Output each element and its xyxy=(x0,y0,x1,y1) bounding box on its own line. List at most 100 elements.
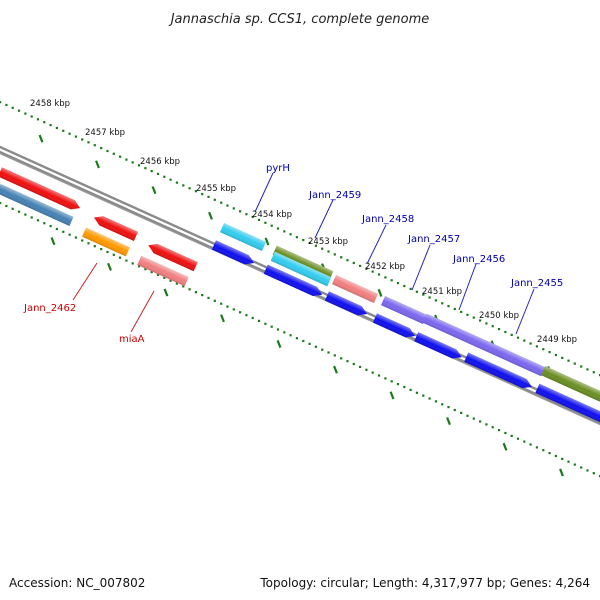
ruler-dots xyxy=(0,101,600,478)
ruler-dot xyxy=(592,371,595,374)
ruler-dot xyxy=(415,290,418,293)
gene-arrow[interactable] xyxy=(324,291,369,318)
gene-label-jann-2456[interactable]: Jann_2456 xyxy=(452,254,505,265)
ruler-dot xyxy=(125,158,128,161)
ruler-dot xyxy=(17,109,21,112)
ruler-dot xyxy=(213,198,216,201)
ruler-dot xyxy=(245,213,248,216)
ruler-dot xyxy=(308,342,311,345)
ruler-dot xyxy=(580,466,583,469)
ruler-dot xyxy=(529,342,532,345)
gene-arrow[interactable] xyxy=(137,255,189,287)
ruler-dot xyxy=(491,325,494,328)
ruler-dot xyxy=(49,225,52,228)
ruler-dot xyxy=(479,319,482,322)
ruler-dot xyxy=(542,449,545,452)
gene-arrow[interactable] xyxy=(219,222,267,252)
ruler-dot xyxy=(283,230,286,233)
ruler-dot xyxy=(163,276,166,279)
ruler-dot xyxy=(409,388,412,391)
ruler-dot xyxy=(485,322,488,325)
ruler-dot xyxy=(352,261,355,265)
ruler-dot xyxy=(472,316,475,319)
gene-arrow-shade xyxy=(82,227,130,257)
gene-arrow-shade xyxy=(148,244,198,272)
ruler-dot xyxy=(264,221,267,224)
gene-arrow[interactable] xyxy=(82,227,130,257)
ruler-dot xyxy=(55,227,58,231)
ruler-dot xyxy=(441,403,444,406)
ruler-dot xyxy=(340,256,343,259)
ruler-dot xyxy=(554,454,557,458)
ruler-dot xyxy=(523,440,526,443)
gene-arrow[interactable] xyxy=(263,264,325,300)
ruler-dot xyxy=(516,437,520,440)
ruler-dot xyxy=(74,236,77,239)
ruler-dot xyxy=(314,345,317,348)
ruler-dot xyxy=(580,365,583,368)
ruler-dot xyxy=(137,164,141,167)
ruler-dot xyxy=(100,248,103,251)
ruler-dot xyxy=(62,230,65,233)
ruler-dot xyxy=(137,265,141,268)
gene-arrow[interactable] xyxy=(422,313,546,377)
gene-arrow[interactable] xyxy=(0,183,74,227)
kbp-label: 2454 kbp xyxy=(252,210,292,220)
ruler-tick xyxy=(333,365,338,374)
gene-arrow[interactable] xyxy=(146,241,198,272)
ruler-dot xyxy=(422,293,425,296)
ruler-tick xyxy=(208,211,213,220)
ruler-dot xyxy=(251,316,254,320)
ruler-dot xyxy=(390,279,393,282)
gene-arrow[interactable] xyxy=(535,383,600,425)
ruler-dot xyxy=(93,245,96,248)
ruler-tick xyxy=(220,314,225,323)
gene-label-jann-2457[interactable]: Jann_2457 xyxy=(407,234,460,245)
kbp-label: 2456 kbp xyxy=(140,157,180,167)
ruler-dot xyxy=(289,334,292,337)
ruler-dot xyxy=(36,118,40,121)
ruler-dot xyxy=(548,452,551,455)
ruler-dot xyxy=(150,271,153,274)
ruler-dot xyxy=(542,348,545,351)
ruler-dot xyxy=(359,365,362,368)
ruler-dot xyxy=(346,360,349,363)
ruler-dot xyxy=(466,414,469,417)
ruler-dot xyxy=(112,253,115,256)
ruler-dot xyxy=(156,172,160,175)
gene-label-miaA[interactable]: miaA xyxy=(119,334,145,345)
gene-arrow[interactable] xyxy=(270,251,332,287)
ruler-dot xyxy=(548,351,551,354)
gene-arrow[interactable] xyxy=(211,240,256,267)
ruler-dot xyxy=(434,400,437,403)
ruler-dot xyxy=(87,242,90,245)
gene-label-jann-2458[interactable]: Jann_2458 xyxy=(361,214,414,225)
ruler-dot xyxy=(150,170,153,173)
gene-arrow[interactable] xyxy=(372,313,417,340)
ruler-dot xyxy=(36,219,40,222)
gene-arrow[interactable] xyxy=(331,274,379,304)
gene-arrow[interactable] xyxy=(464,352,534,392)
ruler-dot xyxy=(131,262,134,265)
ruler-dot xyxy=(460,411,463,414)
kbp-label: 2450 kbp xyxy=(479,311,519,321)
gene-label-pyrH[interactable]: pyrH xyxy=(266,163,290,174)
gene-arrow[interactable] xyxy=(414,332,464,362)
gene-arrow[interactable] xyxy=(380,295,428,325)
ruler-dot xyxy=(87,141,90,144)
ruler-dot xyxy=(365,368,368,371)
ruler-dot xyxy=(270,224,273,227)
gene-label-jann-2455[interactable]: Jann_2455 xyxy=(510,278,563,289)
ruler-dot xyxy=(169,178,172,181)
gene-arrow-shade xyxy=(324,291,368,316)
gene-label-jann-2462[interactable]: Jann_2462 xyxy=(23,303,76,314)
ruler-dot xyxy=(289,233,292,236)
ruler-dot xyxy=(327,351,330,354)
gene-arrow[interactable] xyxy=(92,213,139,242)
gene-arrow[interactable] xyxy=(541,366,600,404)
ruler-dot xyxy=(586,368,589,371)
gene-arrow-shade xyxy=(219,222,267,252)
gene-label-jann-2459[interactable]: Jann_2459 xyxy=(308,190,361,201)
gene-arrow[interactable] xyxy=(0,167,82,212)
